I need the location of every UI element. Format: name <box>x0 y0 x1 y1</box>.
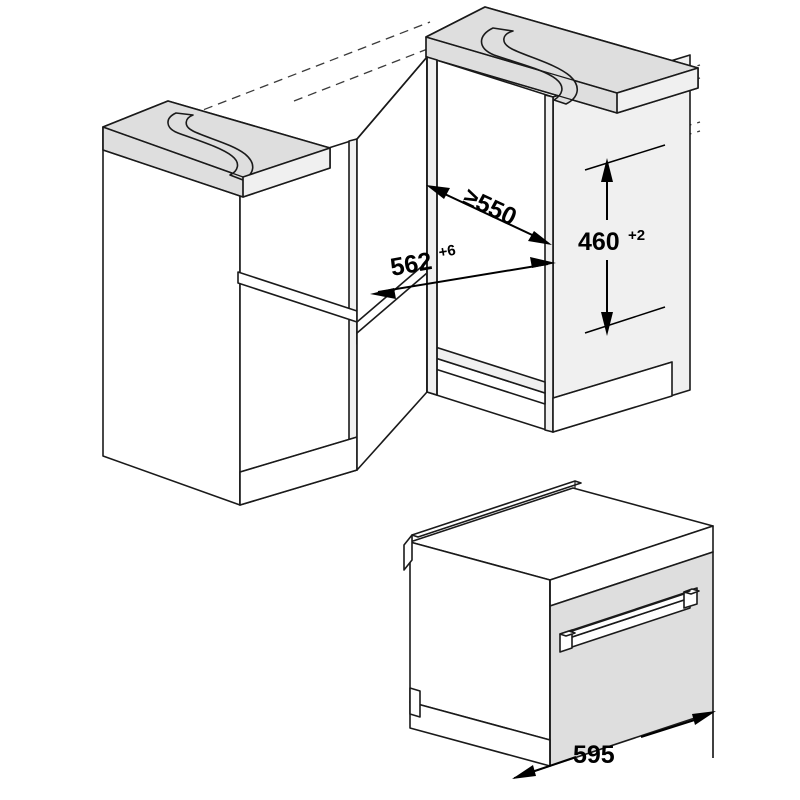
handle-upper-contour <box>571 590 691 631</box>
oven-door-handle <box>559 587 700 653</box>
dim-550-arrow-left <box>426 185 450 199</box>
left-worktop-bottom-edge <box>102 149 244 198</box>
left-worktop-with-cutout <box>102 100 331 198</box>
right-worktop-cutout-wave <box>480 27 578 105</box>
dim-562-line <box>377 263 549 293</box>
handle-right-endcap-top <box>683 588 700 595</box>
dim-460-ext-top <box>584 144 666 171</box>
left-plinth-top-edge <box>239 436 358 473</box>
installation-niche-shelf <box>237 56 546 471</box>
dimension-595-group: 595 <box>512 711 716 779</box>
dim-460-tolerance: +2 <box>628 227 645 244</box>
dim-562-tolerance: +6 <box>437 242 457 262</box>
dim-595-label: 595 <box>573 741 615 769</box>
dim-595-arrow-right <box>692 711 716 725</box>
dim-595-line-right <box>640 716 705 738</box>
built-in-oven <box>403 480 714 767</box>
right-cabinet-divider-strip <box>426 56 438 396</box>
right-plinth-top-edge <box>552 361 673 399</box>
dashed-line-top-rear <box>189 21 431 116</box>
dim-562-arrow-left <box>370 288 396 299</box>
left-worktop-edge-line <box>102 126 244 198</box>
dim-460-ext-bottom <box>584 306 666 334</box>
dim-460-arrow-bottom <box>601 312 613 336</box>
oven-top-rear-trim <box>411 480 582 538</box>
left-cabinet-front-edge-strip <box>348 138 358 473</box>
right-worktop-edge-line <box>425 36 618 114</box>
niche-top-left-edge <box>356 56 428 140</box>
handle-left-endcap-top <box>559 630 576 637</box>
niche-shelf-inner-edge-2 <box>356 272 428 334</box>
left-base-cabinet <box>102 126 358 506</box>
dimension-460-group: 460 +2 <box>578 144 666 336</box>
dim-562-arrow-right <box>530 257 556 268</box>
right-cabinet-vertical-divider <box>426 56 438 396</box>
dim-460-label: 460 <box>578 228 620 256</box>
dim-460-arrow-top <box>601 158 613 182</box>
dim-595-arrow-left <box>512 765 536 779</box>
oven-rear-left-step <box>403 534 413 571</box>
right-worktop-bottom-edge <box>425 56 618 114</box>
dim-550-arrow-right <box>528 231 552 245</box>
right-worktop-with-cutout <box>425 6 699 114</box>
dim-550-line <box>433 188 546 242</box>
oven-left-foot <box>409 687 421 718</box>
